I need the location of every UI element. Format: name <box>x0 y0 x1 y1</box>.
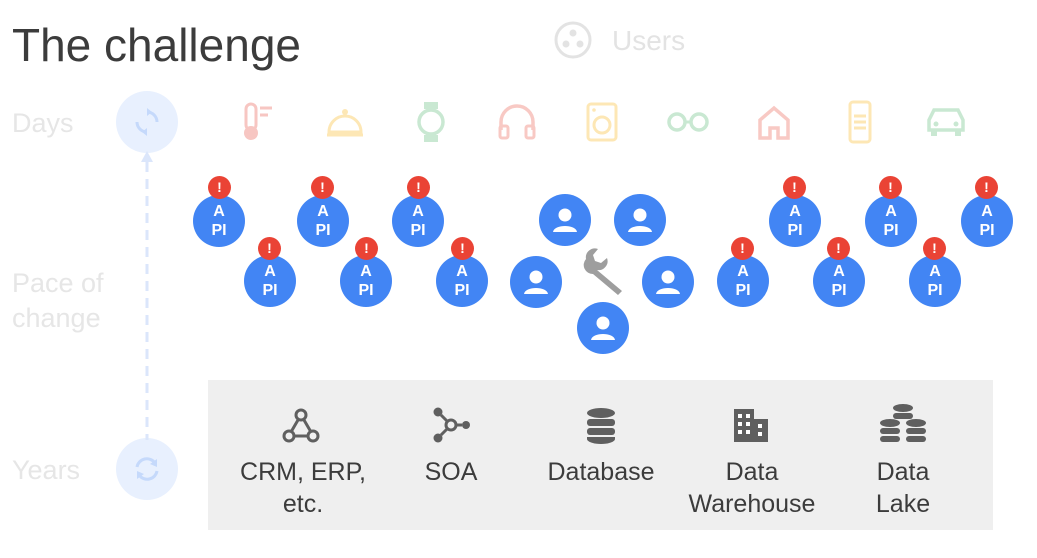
home-icon <box>758 105 790 140</box>
headphones-icon <box>498 104 536 140</box>
axis-pace-line2: change <box>12 303 101 333</box>
bell-icon <box>327 109 363 137</box>
soa-icon <box>433 407 470 443</box>
axis-pace-label: Pace of change <box>12 266 104 336</box>
washing-machine-icon <box>586 102 618 142</box>
axis-years-label: Years <box>12 455 81 485</box>
axis-pace-line1: Pace of <box>12 268 104 298</box>
alert-icon: ! <box>783 176 806 199</box>
alert-icon: ! <box>258 237 281 260</box>
system-label-database: Database <box>547 458 655 486</box>
alert-icon: ! <box>827 237 850 260</box>
phone-icon <box>848 100 872 144</box>
alert-icon: ! <box>407 176 430 199</box>
axis-days-label: Days <box>12 108 74 138</box>
car-icon <box>927 108 965 136</box>
database-icon <box>587 408 615 444</box>
alert-icon: ! <box>208 176 231 199</box>
thermometer-icon <box>244 102 272 140</box>
alert-icon: ! <box>311 176 334 199</box>
alert-icon: ! <box>975 176 998 199</box>
crm-icon <box>282 408 320 443</box>
developer-avatar <box>614 194 666 246</box>
developer-avatar <box>577 302 629 354</box>
system-label-crm: CRM, ERP,etc. <box>240 458 366 518</box>
alert-icon: ! <box>355 237 378 260</box>
data-lake-icon <box>880 404 926 442</box>
systems-panel <box>208 380 993 530</box>
wrench-icon <box>583 248 622 295</box>
warehouse-icon <box>734 409 768 442</box>
developer-avatar <box>539 194 591 246</box>
glasses-icon <box>667 112 709 132</box>
system-label-soa: SOA <box>424 458 478 486</box>
users-icon <box>554 21 592 59</box>
alert-icon: ! <box>451 237 474 260</box>
users-label: Users <box>612 25 686 56</box>
watch-icon <box>417 102 445 142</box>
alert-icon: ! <box>731 237 754 260</box>
page-title: The challenge <box>12 19 301 71</box>
slow-cycle-icon <box>116 438 178 500</box>
alert-icon: ! <box>923 237 946 260</box>
pace-axis-arrow <box>141 151 153 440</box>
developer-avatar <box>510 256 562 308</box>
developer-avatar <box>642 256 694 308</box>
fast-cycle-icon <box>116 91 178 153</box>
alert-icon: ! <box>879 176 902 199</box>
